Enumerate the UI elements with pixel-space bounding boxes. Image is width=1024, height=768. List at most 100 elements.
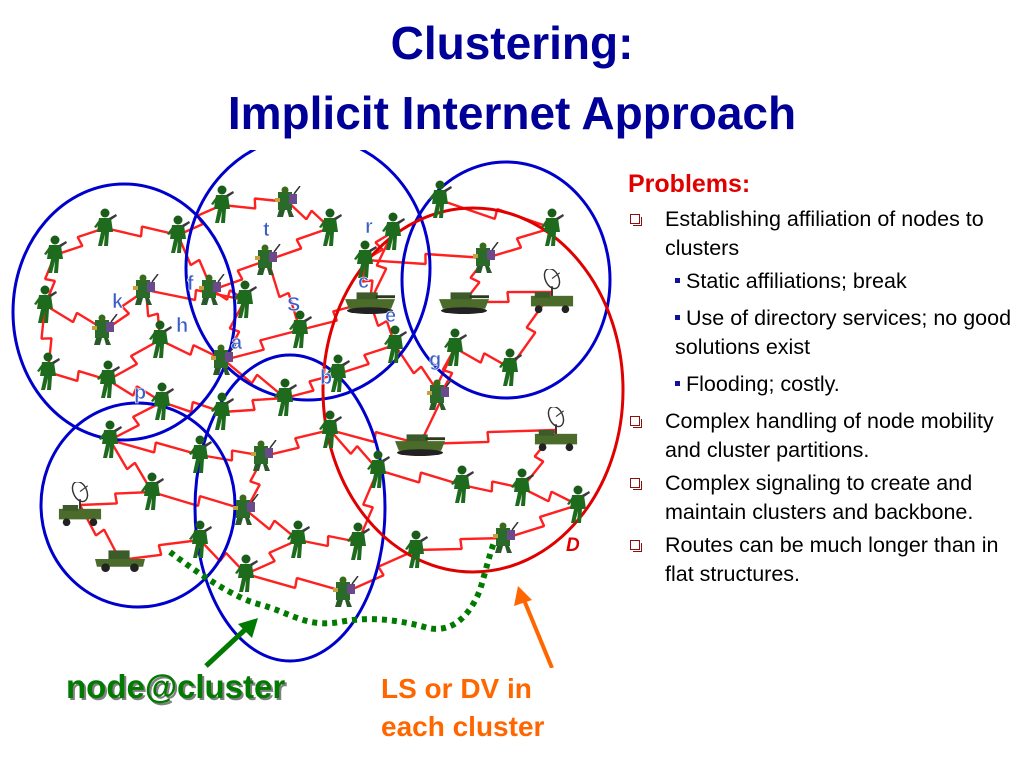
tank-icon [395,434,445,457]
radio-link-66 [245,538,299,576]
node-label-g: g [429,349,441,371]
problem-text: Routes can be much longer than in flat s… [665,533,999,586]
problem-subitem-text: Flooding; costly. [686,372,840,396]
soldier-icon [367,450,390,488]
problem-subitem-text: Use of directory services; no good solut… [675,306,1012,359]
radio-link-43 [377,468,463,487]
box-bullet-icon [630,214,642,226]
humvee-icon [95,550,145,573]
radio-link-36 [109,438,201,457]
radio-operator-icon [199,274,225,306]
radio-link-64 [159,338,225,362]
radio-link-37 [199,449,265,462]
problem-item: Routes can be much longer than in flat s… [628,531,1018,589]
problem-item: Establishing affiliation of nodes to clu… [628,205,1018,399]
cluster-circle-4 [39,401,237,609]
radio-link-31 [393,344,442,396]
soldier-icon [429,180,452,218]
square-bullet-icon [675,314,680,320]
radio-link-35 [109,400,163,442]
soldier-icon [34,285,57,323]
node-label-p: p [134,382,146,404]
problem-subitem: Static affiliations; break [675,267,1018,296]
radio-link-1 [104,225,179,238]
square-bullet-icon [675,277,680,283]
radio-link-23 [337,343,396,376]
cluster-circle-1 [11,182,237,442]
square-bullet-icon [675,380,680,386]
radio-link-14 [211,258,269,292]
ls-dv-arrowhead [514,586,532,606]
radio-link-44 [356,469,380,543]
cluster-circle-3 [400,160,612,400]
radio-link-7 [104,289,147,331]
node-label-t: t [263,219,270,241]
radio-link-50 [119,538,201,562]
radio-link-49 [78,504,122,561]
soldier-icon [37,352,60,390]
node-label-c: c [358,271,369,293]
radio-link-62 [364,252,487,266]
destination-label-d: D [566,535,580,556]
soldier-icon [567,485,590,523]
radio-link-38 [263,428,331,458]
node-label-f: f [187,273,194,295]
destination-cluster-circle [321,206,625,574]
node-label-r: r [365,216,373,238]
soldier-icon [151,382,174,420]
satellite-dish-truck-icon [533,407,579,453]
node-label-s: S [287,294,300,316]
radio-operator-icon [92,314,118,346]
problems-list: Establishing affiliation of nodes to clu… [628,205,1018,589]
radio-link-34 [161,400,223,414]
radio-link-0 [54,226,106,257]
cluster-circle-2 [184,150,432,402]
node-label-a: a [231,332,243,354]
soldier-icon [149,320,172,358]
radio-link-58 [107,378,163,404]
soldier-icon [319,208,342,246]
soldier-icon [235,554,258,592]
soldier-icon [319,410,342,448]
radio-operator-icon [275,186,301,218]
problem-text: Establishing affiliation of nodes to clu… [665,207,984,260]
radio-link-17 [223,328,301,362]
radio-link-32 [223,359,286,399]
cluster-circle-5 [193,353,387,663]
radio-link-10 [176,234,214,291]
ls-dv-caption-line1: LS or DV in [381,673,532,704]
ls-dv-caption: LS or DV in each cluster [381,670,544,746]
satellite-dish-truck-icon [529,269,575,315]
route-dotted-path [168,538,498,632]
radio-link-22 [368,301,397,346]
radio-link-61 [266,259,302,331]
problem-sublist: Static affiliations; break Use of direct… [665,267,1018,399]
problem-subitem: Flooding; costly. [675,370,1018,399]
radio-operator-icon [251,440,277,472]
node-label-k: k [112,291,124,313]
radio-operator-icon [333,576,359,608]
soldier-icon [94,208,117,246]
radio-link-54 [415,536,507,552]
radio-link-5 [107,338,161,382]
box-bullet-icon [630,478,642,490]
soldier-icon [211,185,234,223]
cluster-network-diagram: t r f c k S e h a g b p D [11,150,625,668]
radio-operator-icon [255,244,281,276]
radio-link-45 [297,534,359,548]
radio-link-40 [419,428,557,446]
soldier-icon [287,520,310,558]
node-cluster-arrow [204,624,251,668]
problem-text: Complex signaling to create and maintain… [665,471,974,524]
soldier-icon [189,520,212,558]
node-label-e: e [385,305,396,327]
problem-text: Complex handling of node mobility and cl… [665,409,994,462]
slide-title-line1: Clustering: [390,17,634,69]
radio-link-67 [329,429,379,471]
soldier-icon [44,235,67,273]
radio-operator-icon [233,494,259,526]
radio-operator-icon [133,274,159,306]
radio-link-4 [47,369,109,383]
soldier-icon [451,465,474,503]
problem-subitem: Use of directory services; no good solut… [675,304,1018,362]
